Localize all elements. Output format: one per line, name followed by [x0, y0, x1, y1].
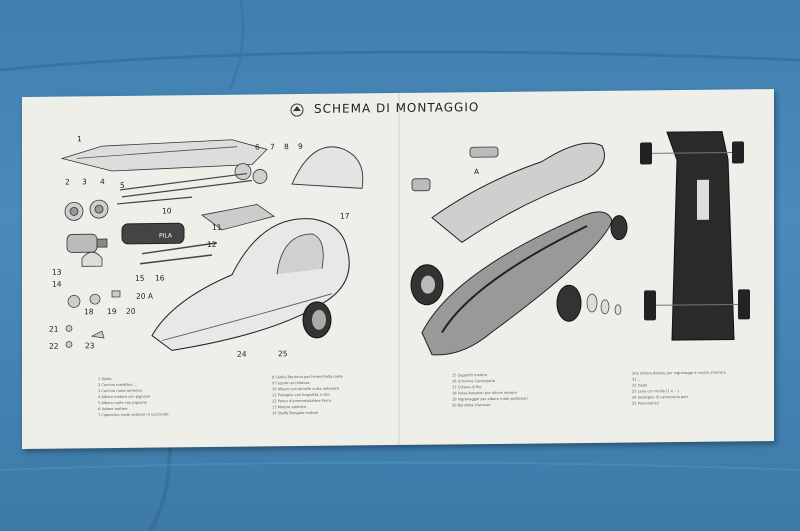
part-number: 1 — [77, 134, 82, 143]
legend-entry: 20 Bandella d'arresto — [452, 403, 491, 408]
assembly-diagram-sheet: SCHEMA DI MONTAGGIO PILA — [22, 89, 774, 449]
battery-holder — [201, 204, 275, 231]
part-number: 5 — [120, 181, 125, 190]
legend-entry: 7 Coperchio ruote anteriori e cuscinetti — [98, 412, 169, 418]
exploded-view-drawing: PILA — [60, 131, 750, 356]
brand-logo-icon — [290, 103, 304, 117]
legend-entry: 20a Ghiera Bolone per ingranaggi e mozzo… — [632, 370, 726, 376]
right-rear-wheel — [556, 284, 582, 322]
part-number: 23 — [85, 341, 95, 350]
part-number: 25 — [278, 349, 288, 358]
part-number: 11 — [212, 223, 222, 232]
part-letter-a: A — [474, 167, 480, 176]
front-hub-parts — [64, 163, 268, 221]
part-a — [411, 146, 499, 192]
chassis-frame — [60, 139, 268, 172]
small-hardware — [65, 290, 121, 348]
part-number: 13 — [52, 268, 62, 277]
motor-bracket — [81, 251, 103, 267]
legend-column-4: 20a Ghiera Bolone per ingranaggi e mozzo… — [632, 370, 726, 407]
part-number: 18 — [84, 307, 94, 316]
support-rails — [139, 242, 218, 265]
part-number: 22 — [49, 342, 59, 351]
part-number: 16 — [155, 273, 165, 282]
part-number: 10 — [162, 206, 172, 215]
part-number: 17 — [340, 212, 350, 221]
part-number: 6 — [255, 142, 260, 151]
part-number: 24 — [237, 350, 247, 359]
part-number: 12 — [207, 240, 217, 249]
part-number: 20 — [126, 307, 136, 316]
axle-rods — [116, 172, 253, 205]
part-number: 8 — [284, 142, 289, 151]
upper-shell — [431, 142, 605, 243]
part-number: 21 — [49, 325, 59, 334]
washers — [586, 293, 622, 316]
part-number: 9 — [298, 142, 303, 151]
top-view-chassis — [640, 131, 750, 341]
part-number-labels: 1 2 3 4 5 6 7 8 9 10 11 12 13 14 15 16 1… — [22, 89, 774, 358]
part-number: 15 — [135, 274, 145, 283]
part-number: 7 — [270, 142, 275, 151]
part-number: 19 — [107, 307, 117, 316]
battery: PILA — [121, 222, 185, 245]
legend-entry: 25 Pneumatico — [632, 401, 659, 406]
part-number: 4 — [100, 177, 105, 186]
nose-cone — [291, 146, 364, 189]
part-number: 2 — [65, 177, 70, 186]
part-number: 3 — [82, 177, 87, 186]
part-number: 20 A — [136, 292, 154, 301]
battery-label: PILA — [159, 232, 173, 239]
part-number: 14 — [52, 280, 62, 289]
electric-motor — [66, 233, 108, 253]
front-right-wheel — [610, 215, 628, 241]
legend-entry: 14 Staffa Bengala motore — [272, 410, 319, 416]
